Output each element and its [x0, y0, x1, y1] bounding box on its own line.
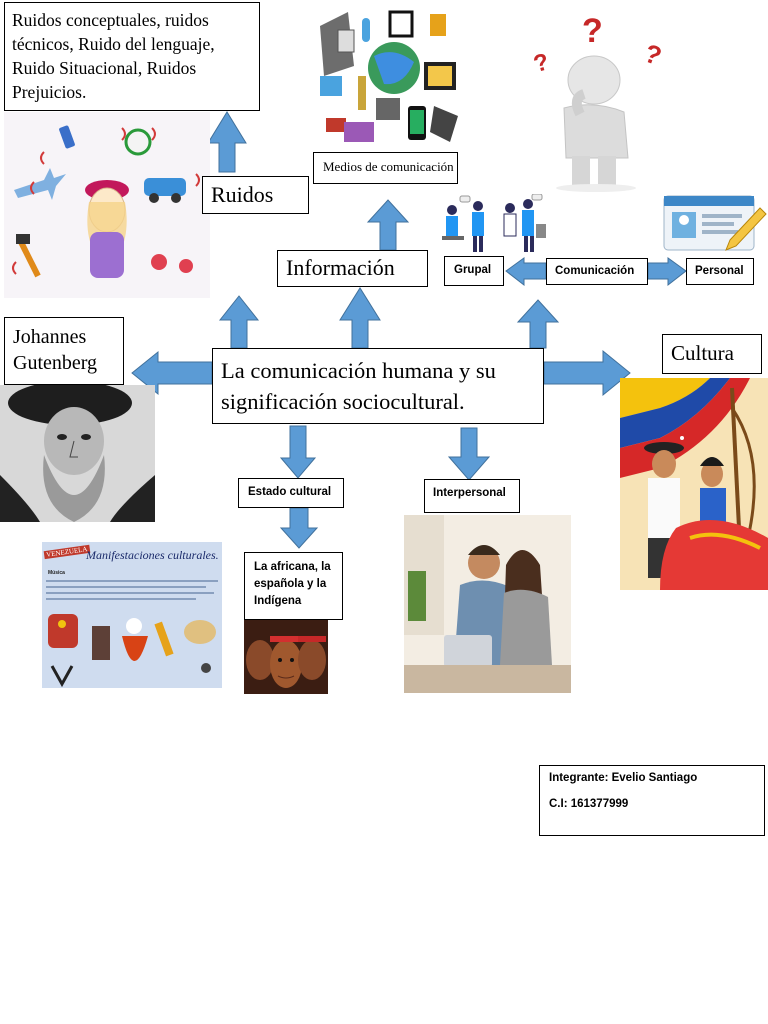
arrow-left-gutenberg	[131, 350, 213, 396]
ruidos-types-line-3: Ruido Situacional, Ruidos	[12, 58, 197, 78]
gutenberg-box: Johannes Gutenberg	[4, 317, 124, 385]
comunicacion-label: Comunicación	[555, 265, 635, 277]
couple-laptop-photo	[404, 515, 571, 693]
svg-text:?: ?	[582, 12, 603, 50]
credits-id: C.I: 161377999	[549, 798, 629, 810]
interpersonal-label: Interpersonal	[433, 487, 506, 499]
raices-line-1: La africana, la	[254, 561, 331, 573]
central-topic-line-1: La comunicación humana y su	[221, 358, 496, 383]
raices-line-2: española y la	[254, 578, 327, 590]
arrow-left-grupal	[505, 257, 547, 287]
gutenberg-line-2: Gutenberg	[13, 352, 98, 374]
poster-heading: Manifestaciones culturales.	[86, 548, 219, 562]
group-people-image	[438, 194, 548, 256]
central-topic-box: La comunicación humana y su significació…	[212, 348, 544, 424]
informacion-label: Información	[286, 255, 395, 280]
gutenberg-line-1: Johannes	[13, 326, 87, 348]
ruidos-box: Ruidos	[202, 176, 309, 214]
grupal-label: Grupal	[454, 264, 492, 276]
arrow-up-left	[218, 295, 260, 349]
cultura-box: Cultura	[662, 334, 762, 374]
noise-illustration	[4, 112, 210, 298]
grupal-box: Grupal	[444, 256, 504, 286]
personal-label: Personal	[695, 265, 744, 277]
arrow-up-informacion	[339, 287, 381, 349]
medios-label: Medios de comunicación	[323, 159, 454, 174]
thinking-figure-image: ? ? ?	[524, 8, 694, 194]
ruidos-types-line-1: Ruidos conceptuales, ruidos	[12, 10, 209, 30]
raices-box: La africana, la española y la Indígena	[244, 552, 343, 620]
poster-subheading: Música	[48, 570, 65, 576]
cultural-manifestations-poster: VENEZUELA Manifestaciones culturales. Mú…	[42, 542, 222, 688]
personal-box: Personal	[686, 258, 754, 285]
cultura-label: Cultura	[671, 341, 734, 365]
svg-text:?: ?	[531, 48, 552, 78]
estado-cultural-box: Estado cultural	[238, 478, 344, 508]
gutenberg-portrait	[0, 385, 155, 522]
arrow-right-cultura	[543, 349, 631, 397]
medios-box: Medios de comunicación	[313, 152, 458, 184]
venezuelan-culture-image	[620, 378, 768, 590]
ruidos-types-line-4: Prejuicios.	[12, 82, 87, 102]
ruidos-types-line-2: técnicos, Ruido del lenguaje,	[12, 34, 215, 54]
arrow-down-raices	[279, 507, 319, 549]
estado-cultural-label: Estado cultural	[248, 486, 332, 498]
raices-line-3: Indígena	[254, 595, 302, 607]
credits-box: Integrante: Evelio Santiago C.I: 1613779…	[539, 765, 765, 836]
interpersonal-box: Interpersonal	[424, 479, 520, 513]
svg-text:?: ?	[640, 38, 665, 72]
id-card-image	[660, 190, 768, 256]
arrow-up-ruidos	[207, 111, 247, 173]
credits-member: Integrante: Evelio Santiago	[549, 772, 698, 784]
arrow-right-personal	[647, 257, 687, 287]
comunicacion-box: Comunicación	[546, 258, 648, 285]
arrow-down-interpersonal	[447, 427, 491, 481]
arrow-up-comunicacion	[516, 299, 560, 349]
ruidos-types-box: Ruidos conceptuales, ruidos técnicos, Ru…	[4, 2, 260, 111]
media-collage	[314, 6, 464, 152]
indigenous-faces-photo	[244, 620, 328, 694]
arrow-down-estado	[279, 425, 317, 479]
informacion-box: Información	[277, 250, 428, 287]
arrow-up-medios	[366, 199, 410, 251]
ruidos-label: Ruidos	[211, 182, 274, 207]
central-topic-line-2: significación sociocultural.	[221, 389, 465, 414]
poster-tag: VENEZUELA	[43, 544, 90, 560]
